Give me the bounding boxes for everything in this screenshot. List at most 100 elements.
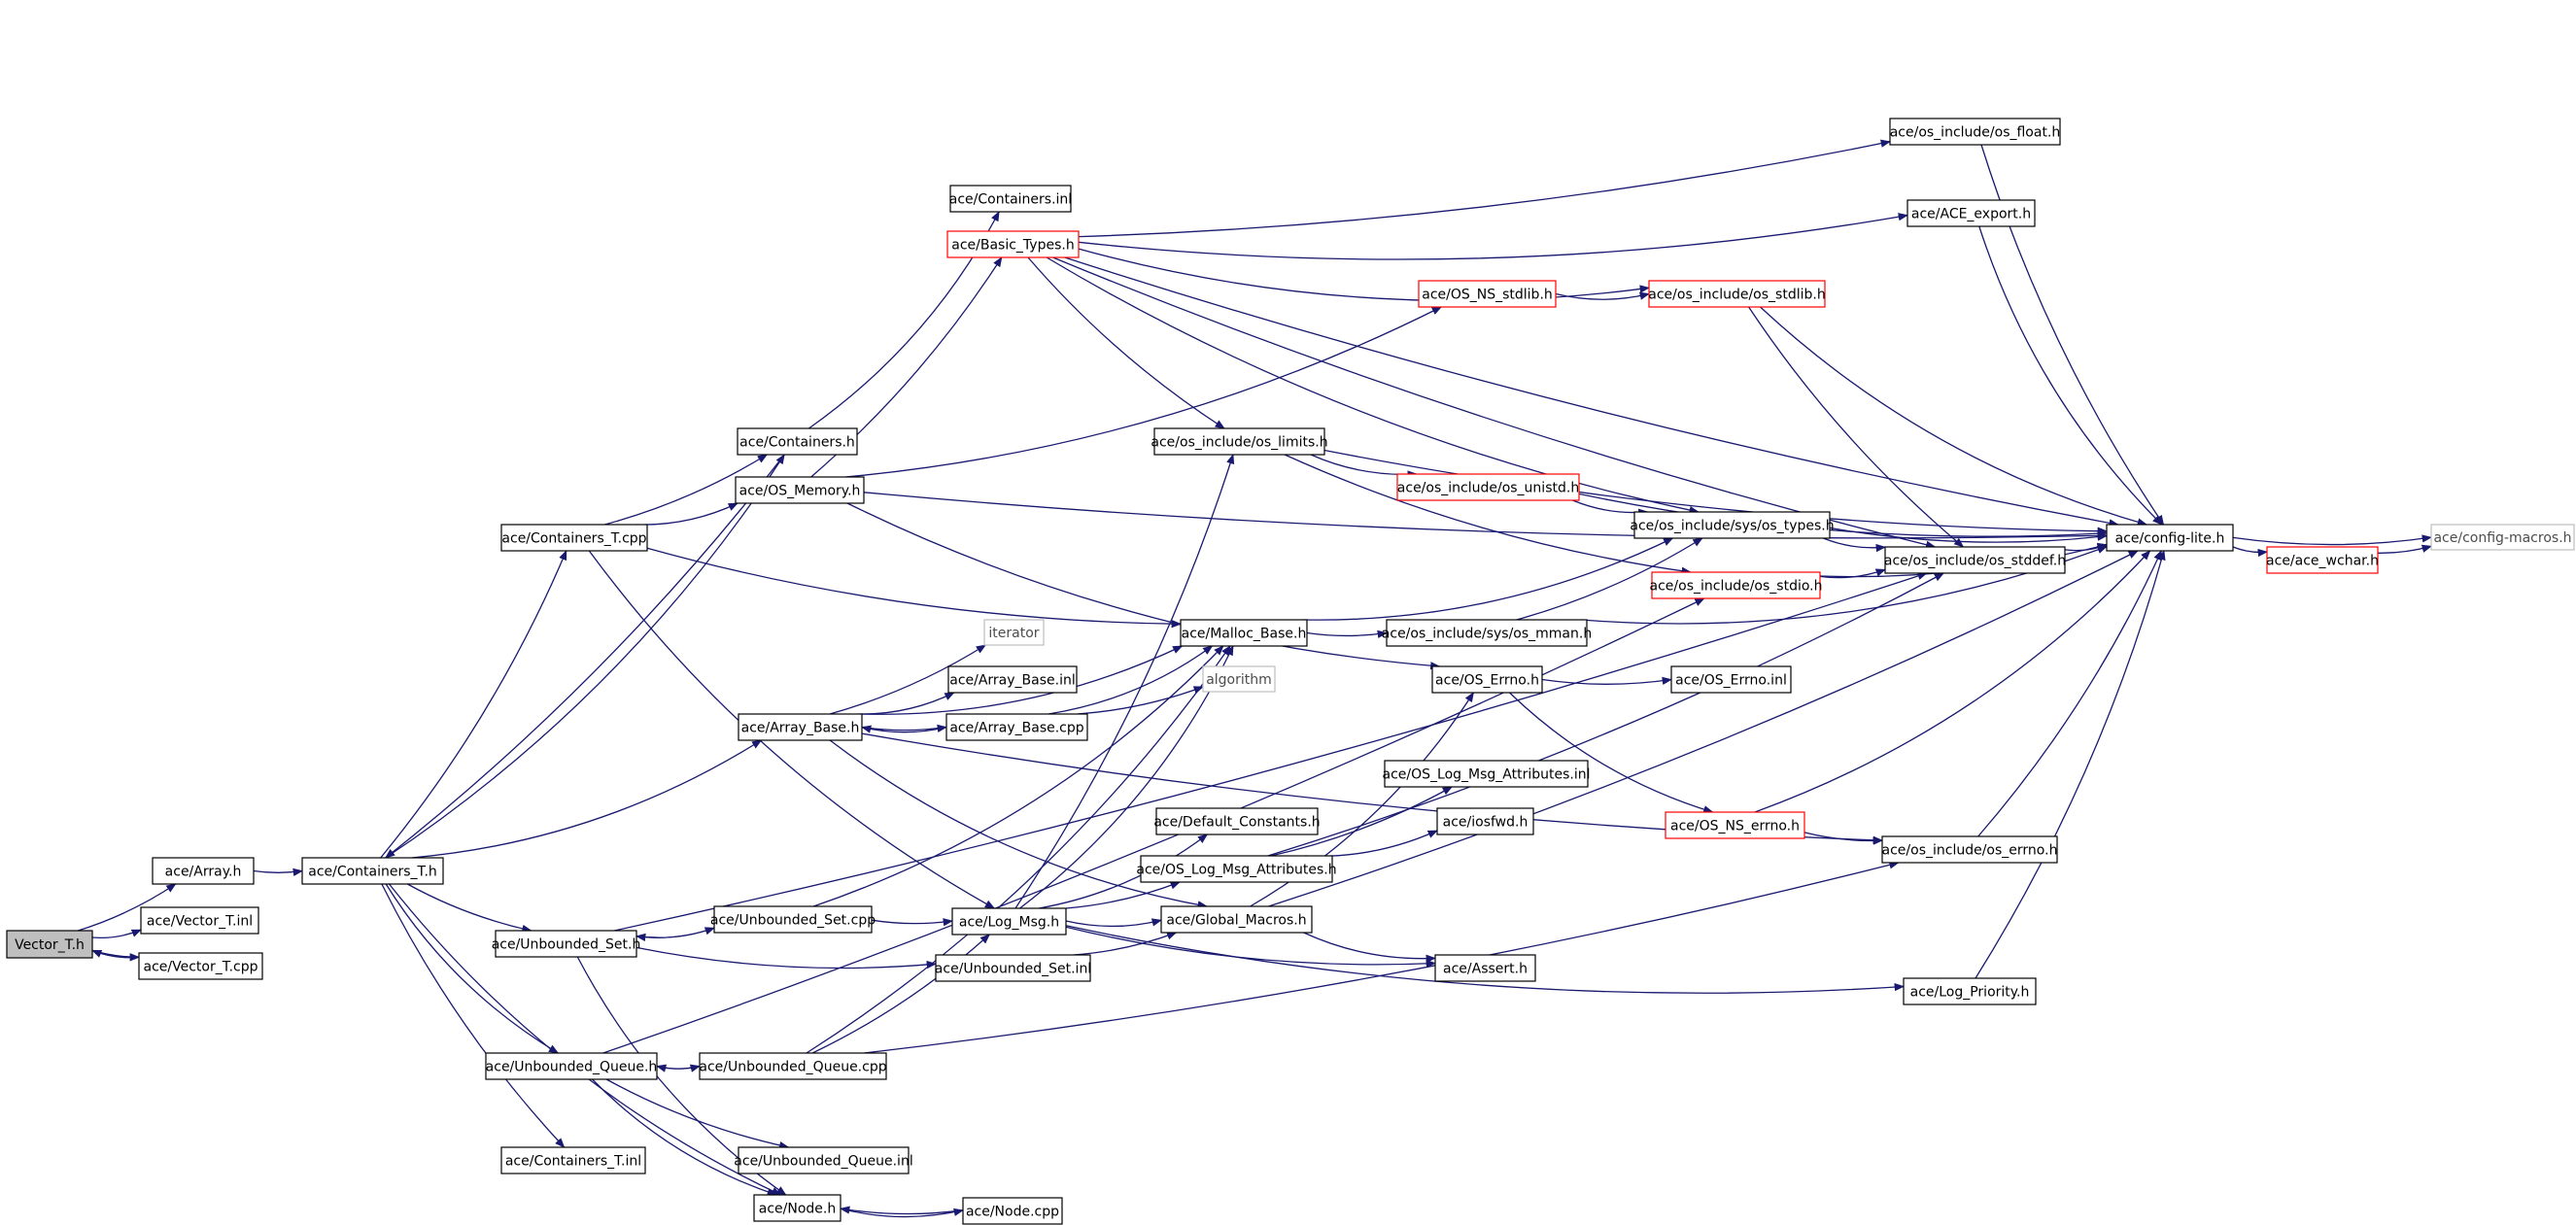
edge-os_memory_h-to-os_errno_h_caps: [846, 502, 1441, 670]
edge-unbounded_queue_h-to-os_stdio_h: [602, 597, 1705, 1054]
node-array_base_h[interactable]: ace/Array_Base.h: [738, 713, 863, 741]
node-label: ace/os_include/os_errno.h: [1882, 843, 2058, 859]
node-label: ace/Unbounded_Queue.cpp: [699, 1060, 886, 1075]
node-label: ace/Containers.h: [739, 435, 855, 451]
node-box: [1140, 855, 1333, 883]
node-label: ace/OS_Memory.h: [739, 484, 861, 499]
node-box: [951, 907, 1067, 936]
node-box: [1160, 905, 1313, 934]
node-vector_t_cpp[interactable]: ace/Vector_T.cpp: [138, 952, 263, 980]
node-ace_export_h[interactable]: ace/ACE_export.h: [1906, 199, 2036, 227]
node-algorithm[interactable]: algorithm: [1202, 665, 1276, 693]
node-vector_t_h[interactable]: Vector_T.h: [6, 930, 93, 959]
node-box: [1670, 665, 1792, 694]
node-box: [1418, 280, 1557, 308]
node-os_float_h[interactable]: ace/os_include/os_float.h: [1889, 118, 2061, 146]
node-array_h[interactable]: ace/Array.h: [152, 857, 255, 885]
node-box: [1155, 807, 1319, 835]
node-node_h[interactable]: ace/Node.h: [753, 1194, 841, 1222]
edge-os_float_h-to-config_lite_h: [1980, 144, 2165, 526]
node-default_constants_h[interactable]: ace/Default_Constants.h: [1153, 807, 1321, 835]
edge-containers_t_h-to-array_base_h: [411, 739, 763, 859]
node-ace_wchar_h[interactable]: ace/ace_wchar.h: [2266, 546, 2379, 574]
node-label: ace/Malloc_Base.h: [1182, 627, 1307, 642]
edge-os_ns_errno_h-to-os_errno_h: [1803, 832, 1884, 845]
node-label: ace/Unbounded_Set.inl: [935, 962, 1091, 977]
edge-unbounded_set_h-to-unbounded_set_inl: [635, 946, 938, 970]
node-array_base_inl[interactable]: ace/Array_Base.inl: [947, 665, 1078, 694]
node-label: ace/Containers_T.h: [308, 865, 437, 880]
node-log_msg_attrs_inl[interactable]: ace/OS_Log_Msg_Attributes.inl: [1383, 760, 1591, 788]
node-os_stdlib_h[interactable]: ace/os_include/os_stdlib.h: [1648, 280, 1826, 308]
node-malloc_base_h[interactable]: ace/Malloc_Base.h: [1180, 619, 1308, 647]
edge-unbounded_queue_h-to-node_h: [592, 1078, 777, 1196]
node-os_limits_h[interactable]: ace/os_include/os_limits.h: [1151, 427, 1328, 456]
node-box: [1884, 546, 2066, 574]
node-box: [152, 857, 255, 885]
node-label: ace/Node.cpp: [966, 1205, 1059, 1220]
node-log_msg_attrs_h[interactable]: ace/OS_Log_Msg_Attributes.h: [1136, 855, 1337, 883]
node-os_errno_h_caps[interactable]: ace/OS_Errno.h: [1431, 665, 1543, 694]
node-os_mman_h[interactable]: ace/os_include/sys/os_mman.h: [1382, 619, 1592, 647]
node-log_msg_h[interactable]: ace/Log_Msg.h: [951, 907, 1067, 936]
node-unbounded_set_cpp[interactable]: ace/Unbounded_Set.cpp: [710, 905, 876, 934]
node-label: ace/os_include/os_stdlib.h: [1648, 288, 1825, 303]
edge-basic_types_h-to-ace_export_h: [1078, 213, 1909, 260]
edge-global_macros_h-to-os_errno_h_caps: [1250, 692, 1474, 907]
node-config_lite_h[interactable]: ace/config-lite.h: [2106, 524, 2234, 552]
edge-log_msg_h-to-log_msg_attrs_h: [1065, 881, 1181, 909]
node-label: algorithm: [1206, 672, 1272, 688]
node-config_macros_h[interactable]: ace/config-macros.h: [2430, 524, 2575, 551]
node-containers_t_inl[interactable]: ace/Containers_T.inl: [500, 1146, 646, 1174]
edge-array_base_h-to-malloc_base_h: [861, 645, 1184, 715]
node-os_stddef_h[interactable]: ace/os_include/os_stddef.h: [1884, 546, 2066, 574]
edge-containers_t_h-to-containers_t_inl: [381, 883, 566, 1148]
node-label: ace/Assert.h: [1443, 962, 1528, 977]
node-unbounded_queue_inl[interactable]: ace/Unbounded_Queue.inl: [734, 1146, 913, 1174]
node-log_priority_h[interactable]: ace/Log_Priority.h: [1903, 977, 2037, 1005]
node-os_unistd_h[interactable]: ace/os_include/os_unistd.h: [1396, 473, 1580, 501]
node-box: [1665, 811, 1805, 839]
node-os_types_h[interactable]: ace/os_include/sys/os_types.h: [1630, 511, 1835, 539]
node-unbounded_set_inl[interactable]: ace/Unbounded_Set.inl: [935, 954, 1091, 982]
node-os_errno_h[interactable]: ace/os_include/os_errno.h: [1881, 835, 2058, 864]
node-assert_h[interactable]: ace/Assert.h: [1434, 954, 1536, 982]
edge-containers_t_h-to-containers_h: [385, 454, 785, 859]
node-basic_types_h[interactable]: ace/Basic_Types.h: [946, 230, 1080, 258]
node-containers_inl[interactable]: ace/Containers.inl: [949, 185, 1072, 213]
node-label: ace/OS_Log_Msg_Attributes.h: [1136, 863, 1336, 878]
node-os_errno_inl[interactable]: ace/OS_Errno.inl: [1670, 665, 1792, 694]
node-os_stdio_h[interactable]: ace/os_include/os_stdio.h: [1650, 571, 1823, 599]
node-unbounded_queue_cpp[interactable]: ace/Unbounded_Queue.cpp: [699, 1052, 887, 1080]
node-box: [737, 427, 858, 456]
node-box: [699, 1052, 887, 1080]
node-containers_t_cpp[interactable]: ace/Containers_T.cpp: [500, 524, 648, 552]
node-label: ace/Log_Priority.h: [1910, 985, 2030, 1001]
node-global_macros_h[interactable]: ace/Global_Macros.h: [1160, 905, 1313, 934]
edge-array_h-to-containers_t_h: [253, 868, 304, 876]
edge-containers_h-to-containers_t_h: [384, 454, 785, 859]
node-containers_h[interactable]: ace/Containers.h: [737, 427, 858, 456]
node-node_cpp[interactable]: ace/Node.cpp: [962, 1197, 1063, 1225]
node-box: [738, 713, 863, 741]
node-unbounded_queue_h[interactable]: ace/Unbounded_Queue.h: [485, 1052, 658, 1080]
node-label: ace/OS_NS_errno.h: [1670, 819, 1800, 834]
edge-containers_t_cpp-to-malloc_base_h: [646, 547, 1183, 629]
node-array_base_cpp[interactable]: ace/Array_Base.cpp: [945, 713, 1088, 741]
node-os_ns_stdlib_h[interactable]: ace/OS_NS_stdlib.h: [1418, 280, 1557, 308]
edge-unbounded_queue_h-to-unbounded_queue_inl: [605, 1078, 790, 1150]
node-box: [1889, 118, 2061, 146]
node-iosfwd_h[interactable]: ace/iosfwd.h: [1436, 807, 1534, 835]
node-vector_t_inl[interactable]: ace/Vector_T.inl: [140, 906, 259, 935]
node-box: [485, 1052, 658, 1080]
node-os_memory_h[interactable]: ace/OS_Memory.h: [735, 476, 865, 504]
edge-os_memory_h-to-config_lite_h: [863, 492, 2109, 540]
edge-os_unistd_h-to-config_lite_h: [1578, 493, 2109, 538]
node-box: [500, 524, 648, 552]
node-label: ace/os_include/os_limits.h: [1151, 435, 1327, 451]
node-os_ns_errno_h[interactable]: ace/OS_NS_errno.h: [1665, 811, 1805, 839]
node-containers_t_h[interactable]: ace/Containers_T.h: [301, 857, 444, 885]
node-unbounded_set_h[interactable]: ace/Unbounded_Set.h: [492, 930, 641, 958]
node-iterator[interactable]: iterator: [983, 619, 1045, 646]
edge-os_errno_h_caps-to-os_ns_errno_h: [1509, 692, 1714, 814]
